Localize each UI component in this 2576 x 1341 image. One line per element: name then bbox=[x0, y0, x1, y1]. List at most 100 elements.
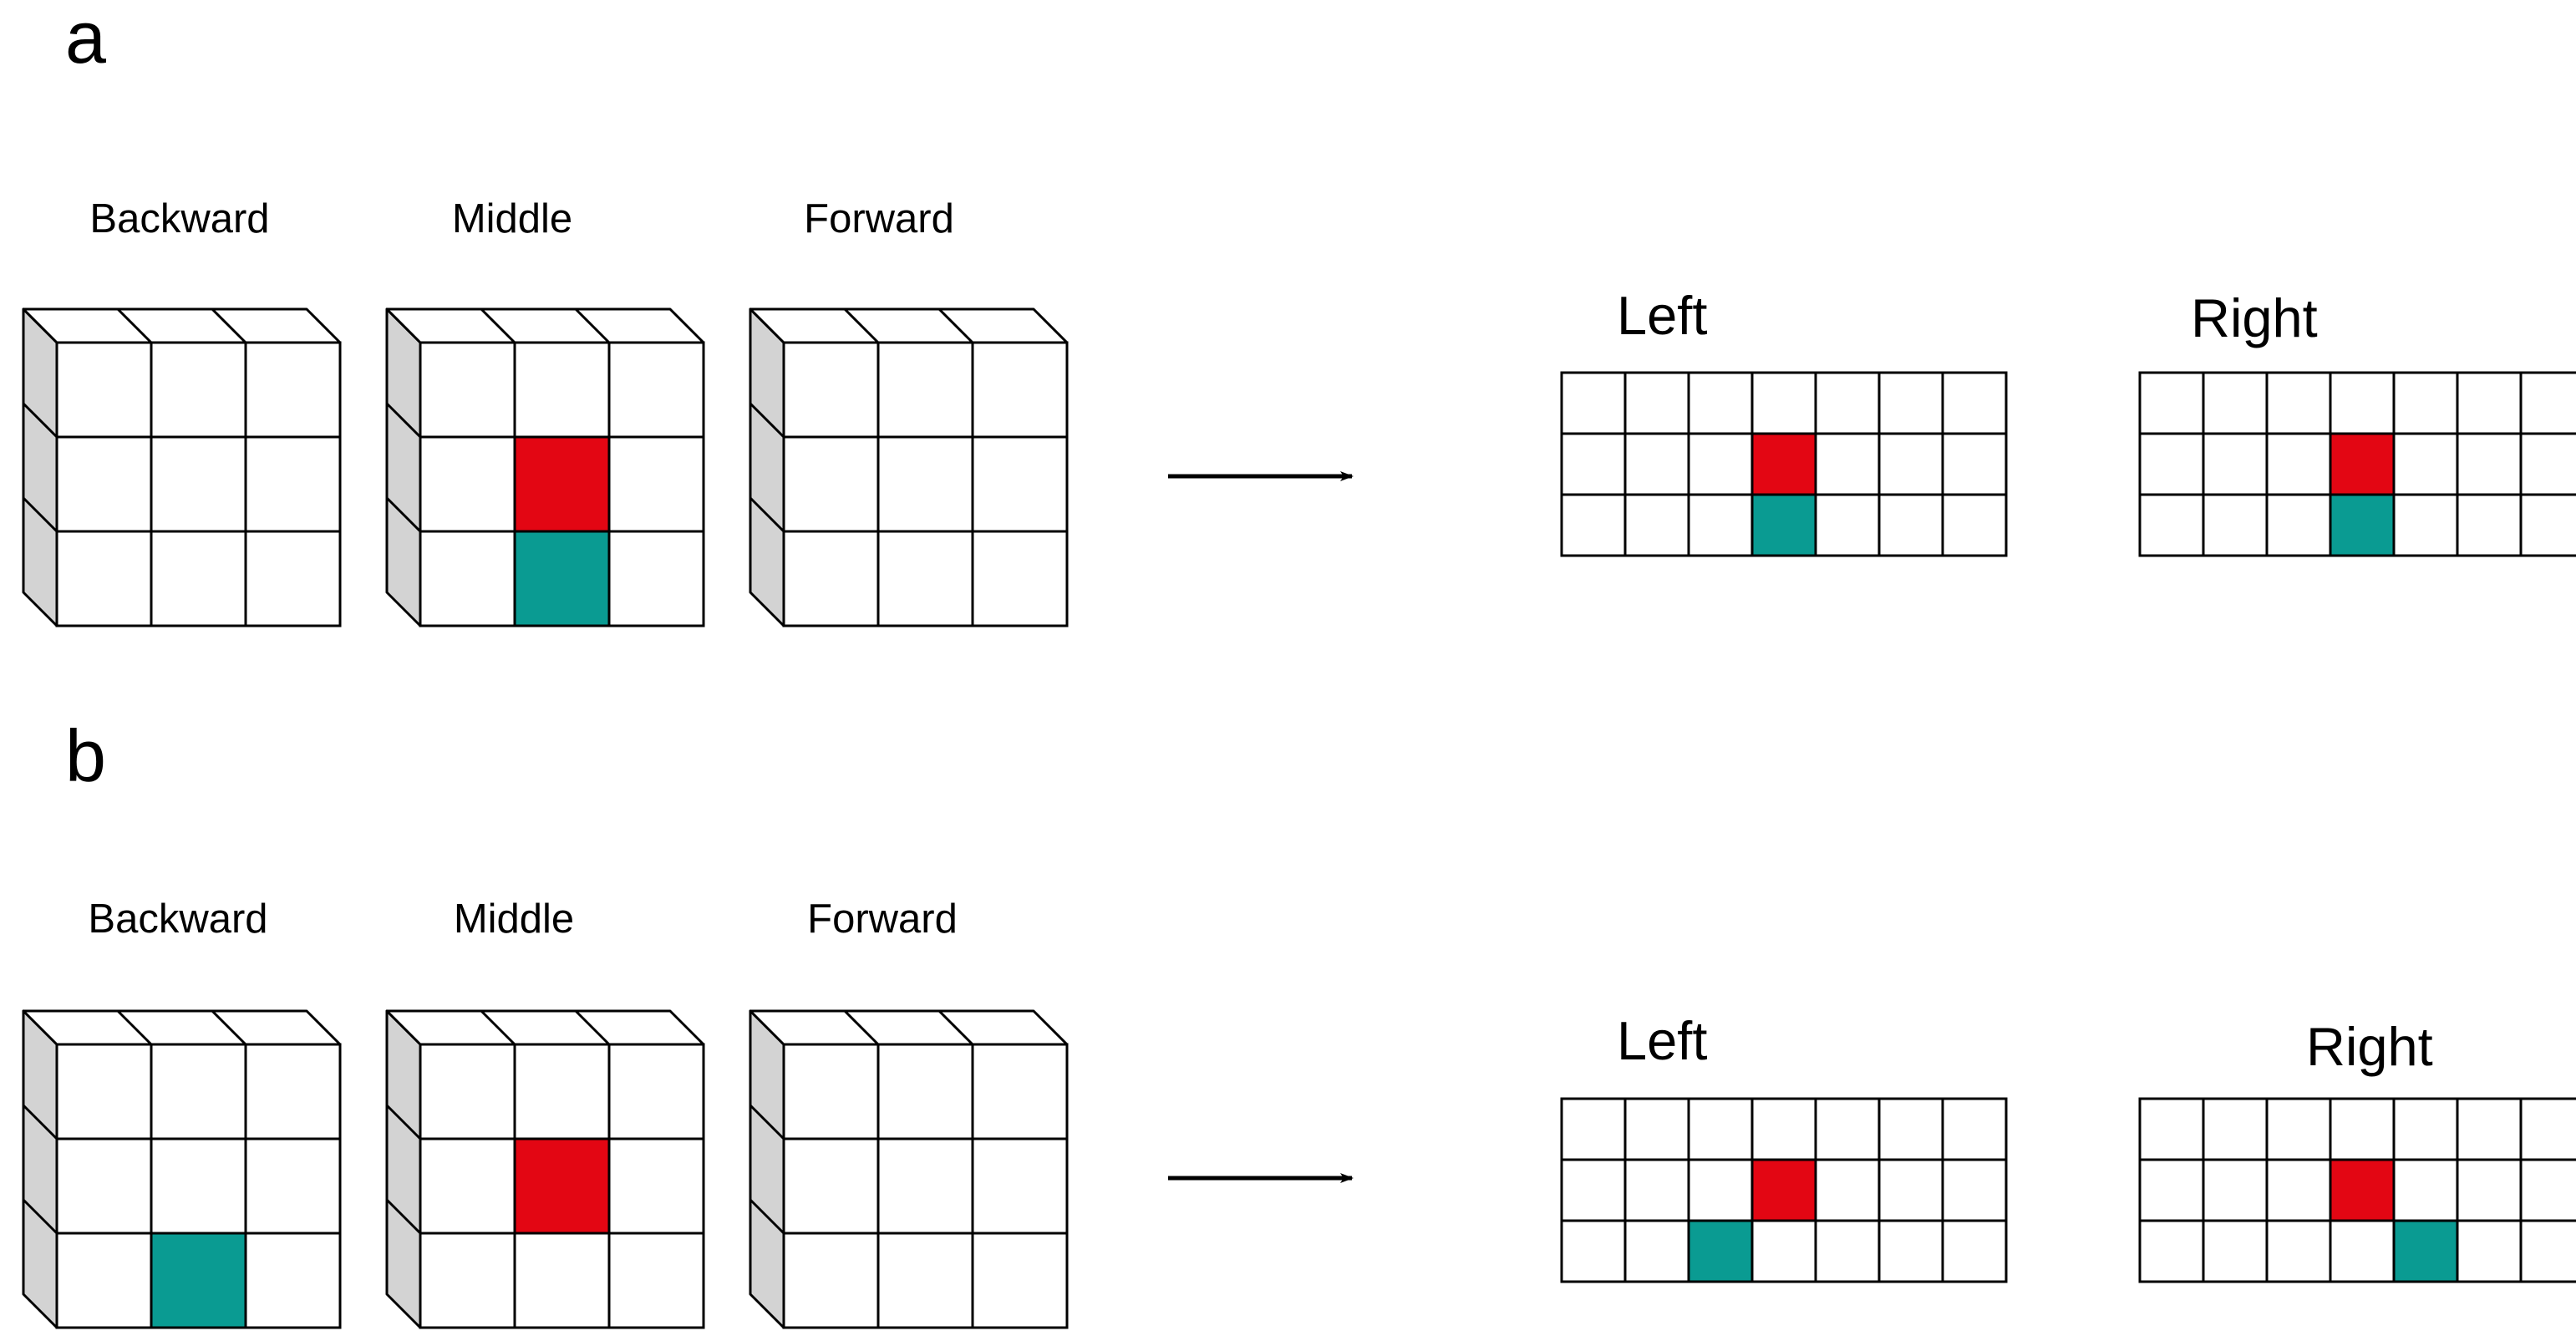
grid-cell bbox=[1877, 1097, 1944, 1161]
grid-cell bbox=[1623, 493, 1690, 557]
cube-side-divider bbox=[385, 1198, 422, 1235]
cube-side-divider bbox=[22, 1198, 58, 1235]
cube-side-face bbox=[749, 1009, 785, 1329]
cube-cell bbox=[419, 1043, 516, 1140]
grid-cell bbox=[1814, 493, 1881, 557]
grid-cell bbox=[2456, 371, 2523, 435]
grid-cell bbox=[1941, 1219, 2008, 1283]
teal-cell bbox=[1687, 1219, 1754, 1283]
cube-cell bbox=[55, 1043, 153, 1140]
cube-cell bbox=[513, 1043, 611, 1140]
cube-cell bbox=[55, 530, 153, 627]
cube-cell bbox=[55, 1137, 153, 1235]
grid-cell bbox=[1941, 371, 2008, 435]
cube-cell bbox=[876, 435, 974, 533]
cube-cell bbox=[55, 435, 153, 533]
grid-cell bbox=[1560, 1158, 1627, 1222]
cube-top-divider bbox=[116, 1009, 153, 1046]
teal-cell bbox=[1750, 493, 1817, 557]
cube-top-face bbox=[385, 307, 705, 344]
cube-top-divider bbox=[211, 1009, 247, 1046]
grid-cell bbox=[2519, 1097, 2576, 1161]
cube-cell bbox=[150, 1043, 247, 1140]
cube-cell bbox=[419, 530, 516, 627]
grid-cell bbox=[1750, 371, 1817, 435]
grid-cell bbox=[1687, 371, 1754, 435]
grid-cell bbox=[2392, 493, 2459, 557]
grid-cell bbox=[1814, 432, 1881, 496]
grid-cell bbox=[2138, 1097, 2205, 1161]
cube-side-face bbox=[22, 307, 58, 627]
cube-side-face bbox=[22, 1009, 58, 1329]
grid-cell bbox=[1941, 432, 2008, 496]
cube-cell bbox=[607, 341, 705, 439]
grid-cell bbox=[2265, 493, 2332, 557]
grid-cell bbox=[2392, 371, 2459, 435]
cube-cell bbox=[782, 1232, 880, 1329]
grid-cell bbox=[2456, 493, 2523, 557]
cube-top-divider bbox=[211, 307, 247, 344]
cube-middle bbox=[385, 307, 705, 627]
cube-side-divider bbox=[385, 496, 422, 533]
cube-label-middle: Middle bbox=[454, 897, 574, 942]
cube-cell bbox=[607, 1043, 705, 1140]
cube-side-face bbox=[385, 307, 422, 627]
cube-cell bbox=[782, 1043, 880, 1140]
cube-cell bbox=[876, 341, 974, 439]
cube-cell bbox=[150, 1137, 247, 1235]
panel-letter-b: b bbox=[65, 714, 106, 797]
cube-cell bbox=[55, 341, 153, 439]
grid-cell bbox=[2202, 1097, 2269, 1161]
grid-cell bbox=[1687, 432, 1754, 496]
teal-cell bbox=[513, 530, 611, 627]
teal-cell bbox=[2392, 1219, 2459, 1283]
grid-cell bbox=[2519, 1219, 2576, 1283]
grid-cell bbox=[1623, 1097, 1690, 1161]
cube-cell bbox=[971, 341, 1069, 439]
cube-cell bbox=[876, 1043, 974, 1140]
cube-top-face bbox=[385, 1009, 705, 1046]
cube-cell bbox=[971, 530, 1069, 627]
cube-cell bbox=[607, 1137, 705, 1235]
grid-cell bbox=[1560, 493, 1627, 557]
cube-side-divider bbox=[749, 496, 785, 533]
grid-cell bbox=[2519, 493, 2576, 557]
grid-cell bbox=[1560, 371, 1627, 435]
grid-cell bbox=[1560, 1219, 1627, 1283]
cube-cell bbox=[607, 1232, 705, 1329]
grid-right bbox=[2138, 371, 2576, 557]
grid-cell bbox=[1814, 1219, 1881, 1283]
cube-label-backward: Backward bbox=[88, 897, 267, 942]
cube-side-divider bbox=[22, 496, 58, 533]
cube-top-face bbox=[749, 307, 1069, 344]
cube-backward bbox=[22, 307, 342, 627]
cube-cell bbox=[150, 435, 247, 533]
cube-cell bbox=[607, 530, 705, 627]
grid-label-left: Left bbox=[1617, 285, 1707, 346]
grid-cell bbox=[1687, 1097, 1754, 1161]
cube-label-forward: Forward bbox=[807, 897, 958, 942]
cube-cell bbox=[244, 435, 342, 533]
red-cell bbox=[513, 1137, 611, 1235]
cube-cell bbox=[513, 341, 611, 439]
cube-cell bbox=[244, 1137, 342, 1235]
grid-cell bbox=[2265, 1158, 2332, 1222]
grid-cell bbox=[1814, 1158, 1881, 1222]
cube-top-divider bbox=[116, 307, 153, 344]
grid-cell bbox=[2456, 1219, 2523, 1283]
cube-cell bbox=[419, 1137, 516, 1235]
cube-cell bbox=[876, 1232, 974, 1329]
cube-top-divider bbox=[843, 1009, 880, 1046]
red-cell bbox=[2329, 1158, 2396, 1222]
grid-cell bbox=[1941, 1097, 2008, 1161]
red-cell bbox=[1750, 432, 1817, 496]
teal-cell bbox=[150, 1232, 247, 1329]
grid-left bbox=[1560, 371, 2008, 557]
cube-cell bbox=[244, 530, 342, 627]
teal-cell bbox=[2329, 493, 2396, 557]
grid-cell bbox=[2265, 371, 2332, 435]
grid-cell bbox=[1941, 493, 2008, 557]
grid-cell bbox=[1877, 1219, 1944, 1283]
grid-cell bbox=[2329, 1219, 2396, 1283]
